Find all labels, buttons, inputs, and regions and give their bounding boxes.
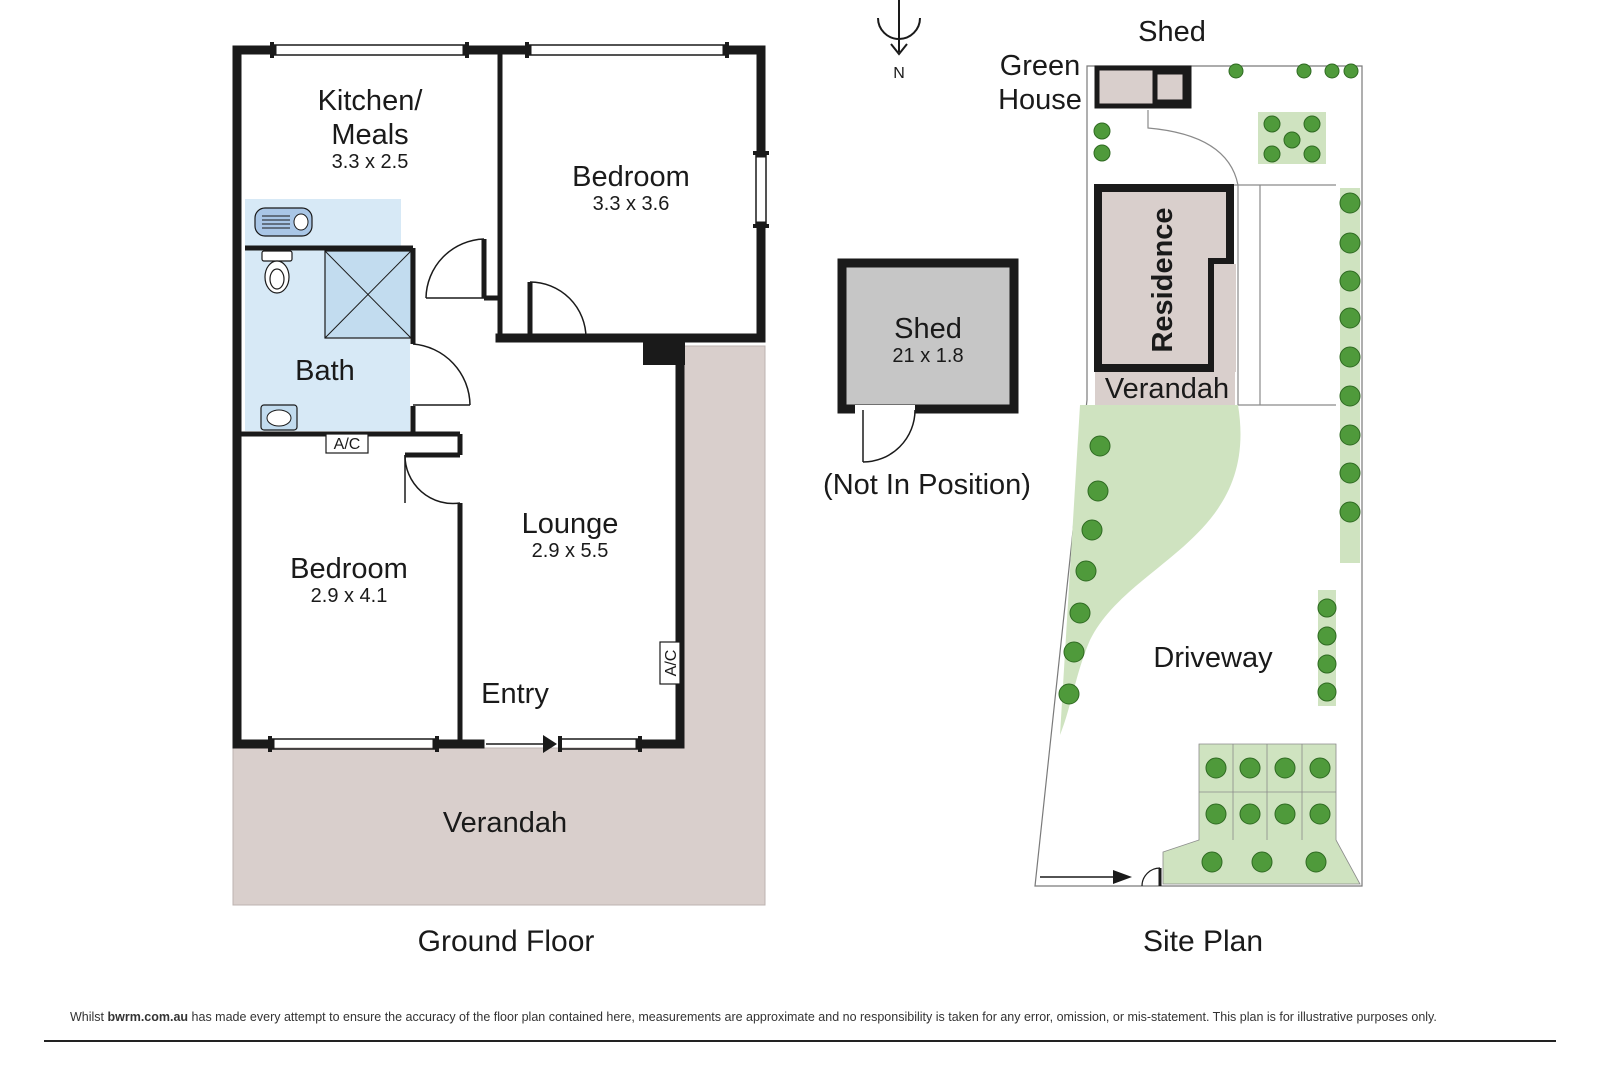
entry-arrow-icon (486, 735, 557, 753)
sink-icon (254, 207, 313, 237)
ac-unit (659, 641, 681, 685)
room-dims-bedroom-1: 3.3 x 3.6 (593, 193, 670, 215)
ground-floor-caption: Ground Floor (418, 925, 595, 958)
front-garden (1162, 743, 1361, 885)
door-swing (425, 238, 485, 299)
shed-dims: 21 x 1.8 (892, 345, 963, 367)
ac-unit (325, 433, 369, 454)
greenhouse-label-2: House (998, 84, 1082, 116)
pillar (643, 339, 685, 365)
basin-icon (260, 404, 298, 431)
room-label-entry: Entry (481, 678, 549, 710)
disclaimer-link[interactable]: bwrm.com.au (107, 1010, 189, 1024)
ac-label: A/C (663, 650, 680, 677)
disclaimer: Whilst bwrm.com.au has made every attemp… (70, 1010, 1550, 1024)
toilet-icon (261, 250, 293, 294)
greenhouse-label-1: Green (1000, 50, 1081, 82)
shed-label: Shed (894, 313, 962, 345)
site-shed-label: Shed (1138, 16, 1206, 48)
north-arrow-icon (877, 0, 921, 56)
room-label-verandah: Verandah (443, 807, 567, 839)
gate-icon (1141, 867, 1162, 887)
room-label-bath: Bath (295, 355, 355, 387)
site-entry-arrow-icon (1040, 870, 1132, 884)
door-swing (529, 281, 587, 339)
shed-note: (Not In Position) (823, 469, 1031, 501)
site-plan-caption: Site Plan (1143, 925, 1263, 958)
driveway-label: Driveway (1153, 642, 1273, 674)
ac-label: A/C (334, 436, 361, 453)
room-label-lounge: Lounge (522, 508, 619, 540)
shrubs (1058, 63, 1361, 873)
room-dims-lounge: 2.9 x 5.5 (532, 540, 609, 562)
residence (1094, 184, 1234, 372)
detached-shed: Shed 21 x 1.8 (837, 258, 1019, 463)
door-swing (404, 454, 461, 505)
disclaimer-prefix: Whilst (70, 1010, 108, 1024)
window (526, 44, 728, 56)
hedge-strip (1318, 590, 1336, 706)
site-shed (1152, 69, 1188, 105)
residence-label: Residence (1147, 207, 1179, 352)
room-dims-bedroom-2: 2.9 x 4.1 (311, 585, 388, 607)
door-swing (412, 343, 471, 406)
room-dims-kitchen: 3.3 x 2.5 (332, 151, 409, 173)
site-plan: Shed Green House Residence Verandah Driv… (998, 16, 1363, 958)
room-label-kitchen: Kitchen/ (318, 85, 424, 117)
room-label-kitchen-2: Meals (331, 119, 408, 151)
site-verandah (1095, 372, 1235, 405)
compass-label: N (893, 65, 905, 82)
disclaimer-text: has made every attempt to ensure the acc… (188, 1010, 1437, 1024)
door-swing (862, 409, 916, 463)
ground-floor: A/C A/C Kitchen/ Meals 3.3 x 2.5 Bedroom… (232, 42, 769, 958)
room-label-bedroom-1: Bedroom (572, 161, 690, 193)
room-label-bedroom-2: Bedroom (290, 553, 408, 585)
window (271, 44, 468, 56)
shower-icon (324, 250, 412, 339)
site-verandah-label: Verandah (1105, 373, 1229, 405)
window (755, 152, 767, 227)
footer-divider (44, 1040, 1556, 1042)
